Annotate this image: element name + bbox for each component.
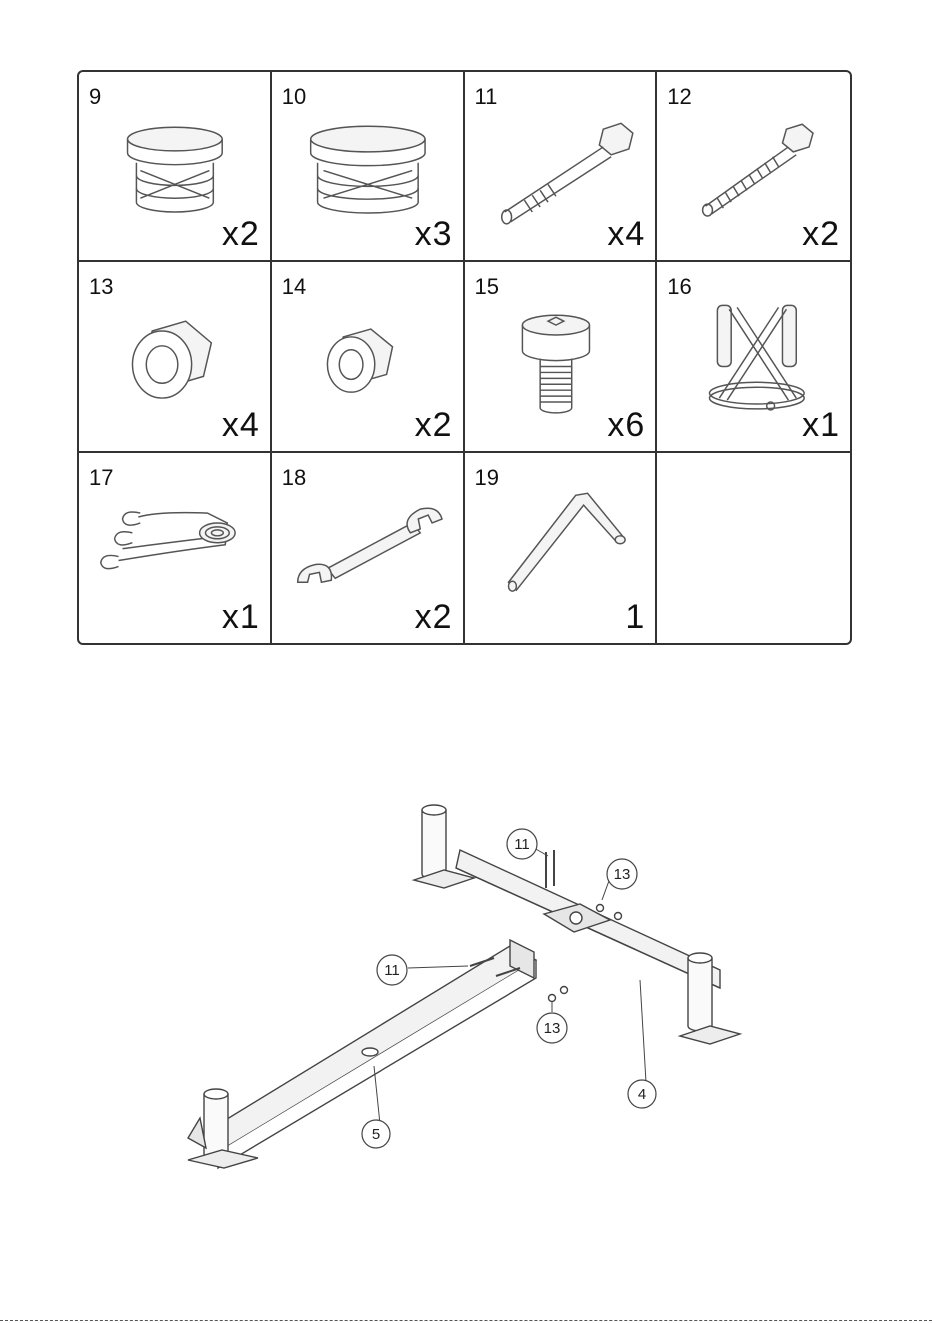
part-quantity: x1 (802, 406, 840, 445)
parts-list-panel: 9 x2 10 (77, 70, 852, 645)
part-cell-12: 12 x2 (657, 72, 850, 262)
callout-label-bolt-side: 11 (384, 962, 400, 979)
part-quantity: 1 (625, 598, 645, 637)
part-quantity: x1 (222, 598, 260, 637)
base-assembly-diagram: 11 13 11 13 4 5 (160, 790, 760, 1190)
part-quantity: x4 (607, 215, 645, 254)
part-cell-13: 13 x4 (79, 262, 272, 452)
part-cell-15: 15 x6 (465, 262, 658, 452)
callout-label-bolt-top: 11 (514, 836, 530, 853)
part-cell-9: 9 x2 (79, 72, 272, 262)
callout-label-nut-top: 13 (614, 866, 631, 883)
callout-label-leg-left: 5 (372, 1126, 380, 1143)
part-quantity: x6 (607, 406, 645, 445)
page-edge-rule (0, 1320, 932, 1321)
callout-label-nut-bottom: 13 (544, 1020, 561, 1037)
part-quantity: x3 (415, 215, 453, 254)
part-cell-10: 10 x3 (272, 72, 465, 262)
part-cell-16: 16 x1 (657, 262, 850, 452)
part-quantity: x2 (415, 598, 453, 637)
part-cell-14: 14 x2 (272, 262, 465, 452)
parts-grid: 9 x2 10 (79, 72, 850, 643)
part-cell-19: 19 1 (465, 453, 658, 643)
part-cell-empty (657, 453, 850, 643)
part-quantity: x2 (802, 215, 840, 254)
part-quantity: x2 (415, 406, 453, 445)
callout-label-leg-right: 4 (638, 1086, 646, 1103)
part-quantity: x4 (222, 406, 260, 445)
part-cell-18: 18 x2 (272, 453, 465, 643)
part-quantity: x2 (222, 215, 260, 254)
part-cell-17: 17 x1 (79, 453, 272, 643)
part-cell-11: 11 x4 (465, 72, 658, 262)
